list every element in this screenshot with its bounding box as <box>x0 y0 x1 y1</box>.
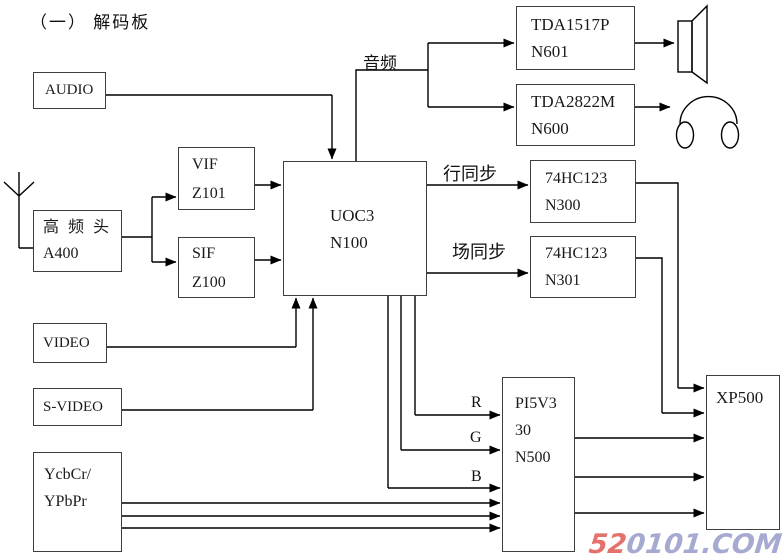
block-pi5v330-n500: PI5V3 30 N500 <box>502 377 575 552</box>
block-label: 30 <box>515 422 531 439</box>
block-label: A400 <box>43 245 79 262</box>
block-label: S-VIDEO <box>43 398 103 415</box>
watermark-logo: 520101.COM <box>588 529 783 557</box>
block-label: AUDIO <box>45 82 94 98</box>
block-video-input: VIDEO <box>33 323 107 363</box>
block-label: YcbCr/ <box>44 466 92 483</box>
block-label: UOC3 <box>330 205 375 225</box>
block-label: 74HC123 <box>545 245 608 262</box>
block-ycbcr-ypbpr-input: YcbCr/ YPbPr <box>33 452 122 552</box>
block-tda2822m-n600: TDA2822M N600 <box>516 84 635 146</box>
block-label: VIDEO <box>43 334 90 351</box>
block-74hc123-n301: 74HC123 N301 <box>530 236 636 298</box>
block-label: PI5V3 <box>515 395 557 412</box>
block-vif-z101: VIF Z101 <box>178 147 255 210</box>
block-svideo-input: S-VIDEO <box>33 388 122 426</box>
page-title: （一） 解码板 <box>30 13 151 32</box>
block-label: N500 <box>515 449 551 466</box>
wire-label-r: R <box>471 394 482 411</box>
block-label: N600 <box>531 119 569 138</box>
block-label: 74HC123 <box>545 169 608 187</box>
block-label: N300 <box>545 196 581 214</box>
watermark-prefix: 52 <box>587 529 629 557</box>
block-label: N100 <box>330 232 368 252</box>
block-label: YPbPr <box>44 493 87 510</box>
block-label: N301 <box>545 272 581 289</box>
block-xp500-connector: XP500 <box>706 375 780 530</box>
block-label: Z100 <box>192 273 226 291</box>
block-label: TDA2822M <box>531 92 616 111</box>
block-label: N601 <box>531 42 569 61</box>
wire-label-g: G <box>470 429 482 446</box>
wire-label-vsync: 场同步 <box>452 242 506 262</box>
block-audio-input: AUDIO <box>33 72 106 109</box>
block-label: TDA1517P <box>531 15 610 34</box>
block-tda1517p-n601: TDA1517P N601 <box>516 6 635 70</box>
block-label: VIF <box>192 155 218 173</box>
wire-label-hsync: 行同步 <box>443 164 497 184</box>
block-label: SIF <box>192 244 216 262</box>
block-label: XP500 <box>716 388 764 407</box>
block-tuner-a400: 高频头 A400 <box>33 210 122 272</box>
block-uoc3-n100: UOC3 N100 <box>283 161 427 296</box>
speaker-icon <box>677 4 708 85</box>
watermark-suffix: 0101.COM <box>625 529 783 557</box>
block-74hc123-n300: 74HC123 N300 <box>530 160 636 223</box>
block-label: 高频头 <box>43 219 119 236</box>
block-label: Z101 <box>192 184 226 202</box>
block-sif-z100: SIF Z100 <box>178 237 255 298</box>
antenna-icon <box>3 172 35 249</box>
wire-label-b: B <box>471 468 482 485</box>
headphones-icon <box>675 95 740 149</box>
wire-label-audio: 音频 <box>363 54 397 73</box>
